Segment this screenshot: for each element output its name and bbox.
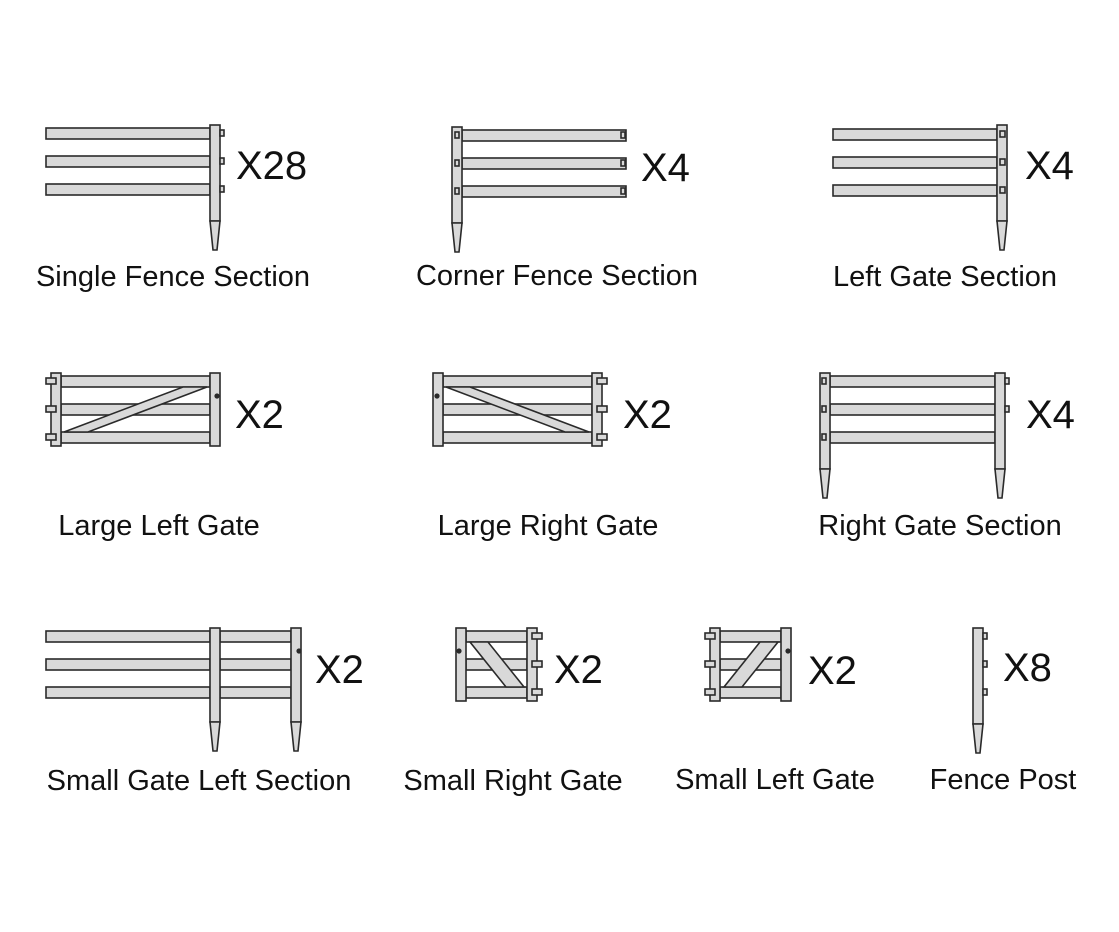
large-left-gate-drawing <box>45 372 221 447</box>
large-right-gate-drawing <box>432 372 608 447</box>
label-large-left-gate: Large Left Gate <box>58 510 260 542</box>
label-corner-fence-section: Corner Fence Section <box>415 260 699 292</box>
label-fence-post: Fence Post <box>929 764 1077 796</box>
small-gate-left-section-drawing <box>45 627 302 752</box>
single-fence-section-drawing <box>45 124 225 251</box>
label-right-gate-section: Right Gate Section <box>818 510 1062 542</box>
qty-fence-post: X8 <box>1003 646 1052 690</box>
qty-corner-fence-section: X4 <box>641 146 690 190</box>
qty-large-right-gate: X2 <box>623 393 672 437</box>
qty-large-left-gate: X2 <box>235 393 284 437</box>
left-gate-section-drawing <box>832 124 1008 251</box>
fence-post-drawing <box>972 627 988 754</box>
label-small-left-gate: Small Left Gate <box>675 764 875 796</box>
qty-single-fence-section: X28 <box>236 144 308 188</box>
label-small-right-gate: Small Right Gate <box>403 765 623 797</box>
right-gate-section-drawing <box>819 372 1010 499</box>
qty-small-right-gate: X2 <box>554 648 603 692</box>
label-large-right-gate: Large Right Gate <box>437 510 659 542</box>
label-small-gate-left-section: Small Gate Left Section <box>46 765 352 797</box>
label-single-fence-section: Single Fence Section <box>35 261 311 293</box>
small-left-gate-drawing <box>704 627 792 702</box>
qty-right-gate-section: X4 <box>1026 393 1075 437</box>
qty-small-gate-left-section: X2 <box>315 648 364 692</box>
qty-left-gate-section: X4 <box>1025 144 1074 188</box>
small-right-gate-drawing <box>455 627 543 702</box>
label-left-gate-section: Left Gate Section <box>832 261 1058 293</box>
qty-small-left-gate: X2 <box>808 649 857 693</box>
corner-fence-section-drawing <box>451 126 627 253</box>
